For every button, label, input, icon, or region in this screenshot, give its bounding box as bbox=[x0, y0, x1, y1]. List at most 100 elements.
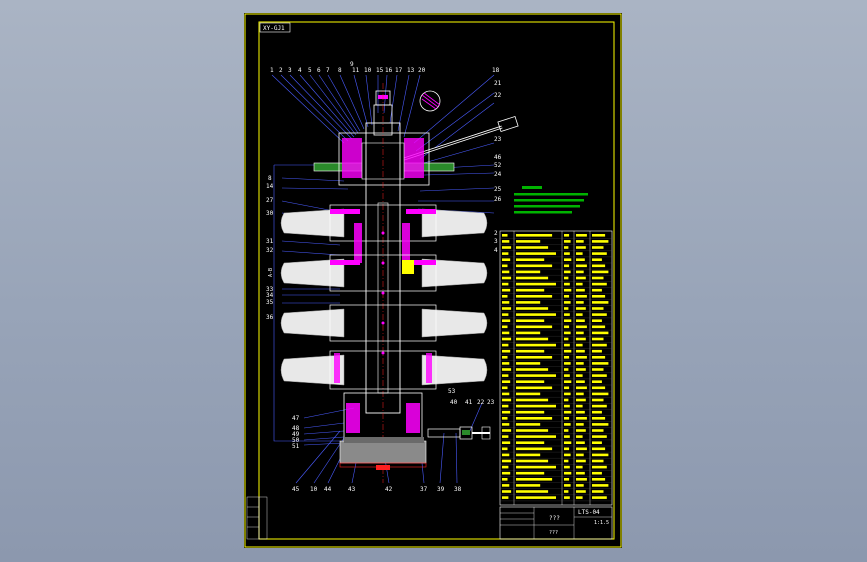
bom-cell bbox=[516, 362, 541, 365]
bom-cell bbox=[576, 246, 586, 249]
callout-B43: 43 bbox=[348, 486, 356, 493]
bom-cell bbox=[516, 447, 553, 451]
handle-section bbox=[419, 90, 441, 112]
bottom-housing bbox=[339, 392, 491, 470]
bom-cell bbox=[564, 429, 569, 432]
bom-cell bbox=[516, 435, 556, 438]
bom-cell bbox=[576, 252, 583, 255]
title-block-sheet: 1:1.5 bbox=[594, 520, 609, 526]
left-callouts: 8 14 27 30 31 32 A-B 33 34 35 36 47 48 4… bbox=[266, 175, 300, 450]
bom-cell bbox=[516, 264, 553, 268]
bom-cell bbox=[592, 392, 609, 396]
bom-cell bbox=[516, 392, 541, 396]
bom-cell bbox=[564, 441, 572, 444]
bom-cell bbox=[592, 307, 604, 310]
technical-notes bbox=[514, 186, 588, 214]
bom-cell bbox=[564, 270, 571, 274]
bom-cell bbox=[564, 465, 570, 469]
bom-rows bbox=[500, 234, 612, 501]
bom-cell bbox=[576, 453, 584, 457]
revision-strip bbox=[246, 496, 268, 540]
bom-cell bbox=[576, 380, 585, 383]
bom-cell bbox=[502, 435, 509, 438]
bom-cell bbox=[576, 386, 587, 390]
bom-cell bbox=[592, 453, 609, 457]
title-block-name: ??? bbox=[549, 515, 560, 522]
bom-cell bbox=[576, 478, 587, 481]
bom-cell bbox=[564, 288, 572, 292]
bom-cell bbox=[516, 490, 549, 493]
bom-cell bbox=[592, 282, 607, 286]
bom-cell bbox=[576, 423, 584, 426]
bom-cell bbox=[502, 417, 508, 420]
bom-cell bbox=[516, 386, 553, 390]
bom-cell bbox=[516, 459, 549, 463]
bom-cell bbox=[502, 386, 508, 390]
bom-cell bbox=[576, 362, 584, 365]
callout-L47: 47 bbox=[292, 415, 300, 422]
bom-cell bbox=[592, 240, 609, 243]
bom-cell bbox=[516, 404, 556, 408]
bom-cell bbox=[502, 392, 510, 396]
title-block: ??? ??? LTS-04 1:1.5 bbox=[499, 506, 613, 540]
bom-cell bbox=[564, 386, 570, 390]
bom-cell bbox=[502, 368, 512, 371]
bom-cell bbox=[516, 356, 553, 359]
bom-cell bbox=[592, 301, 609, 304]
bom-cell bbox=[576, 331, 584, 335]
callout-L34: 34 bbox=[266, 292, 274, 299]
bom-cell bbox=[516, 398, 549, 402]
bom-cell bbox=[564, 282, 570, 286]
blade-2-right bbox=[421, 258, 488, 288]
callout-B42: 42 bbox=[385, 486, 393, 493]
callout-B38: 38 bbox=[454, 486, 462, 493]
bom-cell bbox=[564, 362, 571, 365]
bom-cell bbox=[502, 441, 511, 444]
bom-cell bbox=[516, 258, 545, 261]
bom-cell bbox=[592, 484, 609, 487]
drawing-code-box bbox=[259, 22, 291, 33]
bom-cell bbox=[516, 325, 553, 329]
bom-cell bbox=[502, 301, 510, 304]
bom-cell bbox=[516, 368, 549, 371]
callout-L14: 14 bbox=[266, 183, 274, 190]
bom-cell bbox=[502, 356, 508, 359]
bom-cell bbox=[564, 307, 569, 310]
blade-4-right bbox=[421, 354, 488, 386]
bom-cell bbox=[516, 484, 541, 487]
bom-cell bbox=[502, 349, 511, 353]
callout-5: 5 bbox=[308, 67, 312, 74]
bom-cell bbox=[502, 404, 509, 408]
bom-cell bbox=[576, 404, 583, 408]
bom-cell bbox=[516, 417, 553, 420]
callout-L50: 50 bbox=[292, 437, 300, 444]
callout-R3: 3 bbox=[494, 238, 498, 245]
blade-1-left bbox=[280, 208, 345, 238]
bom-cell bbox=[502, 398, 512, 402]
bom-cell bbox=[502, 465, 509, 469]
shaft-assembly bbox=[313, 83, 519, 483]
bom-cell bbox=[502, 423, 510, 426]
bom-cell bbox=[592, 423, 609, 426]
bom-cell bbox=[576, 319, 585, 322]
bom-cell bbox=[564, 295, 570, 298]
bom-cell bbox=[502, 288, 511, 292]
bom-cell bbox=[576, 465, 583, 469]
callout-11: 11 bbox=[352, 67, 360, 74]
callout-3: 3 bbox=[288, 67, 292, 74]
bom-cell bbox=[564, 490, 569, 493]
bom-cell bbox=[576, 429, 586, 432]
callout-L27: 27 bbox=[266, 197, 274, 204]
blade-3-right bbox=[421, 308, 488, 338]
bom-cell bbox=[564, 331, 571, 335]
bom-cell bbox=[502, 258, 511, 261]
callout-17: 17 bbox=[395, 67, 403, 74]
bom-cell bbox=[592, 441, 602, 444]
bom-cell bbox=[516, 496, 556, 499]
callout-1: 1 bbox=[270, 67, 274, 74]
blade-3-left bbox=[280, 308, 345, 338]
callout-6: 6 bbox=[317, 67, 321, 74]
bom-cell bbox=[502, 319, 511, 322]
bom-cell bbox=[576, 313, 583, 316]
bom-cell bbox=[516, 288, 545, 292]
